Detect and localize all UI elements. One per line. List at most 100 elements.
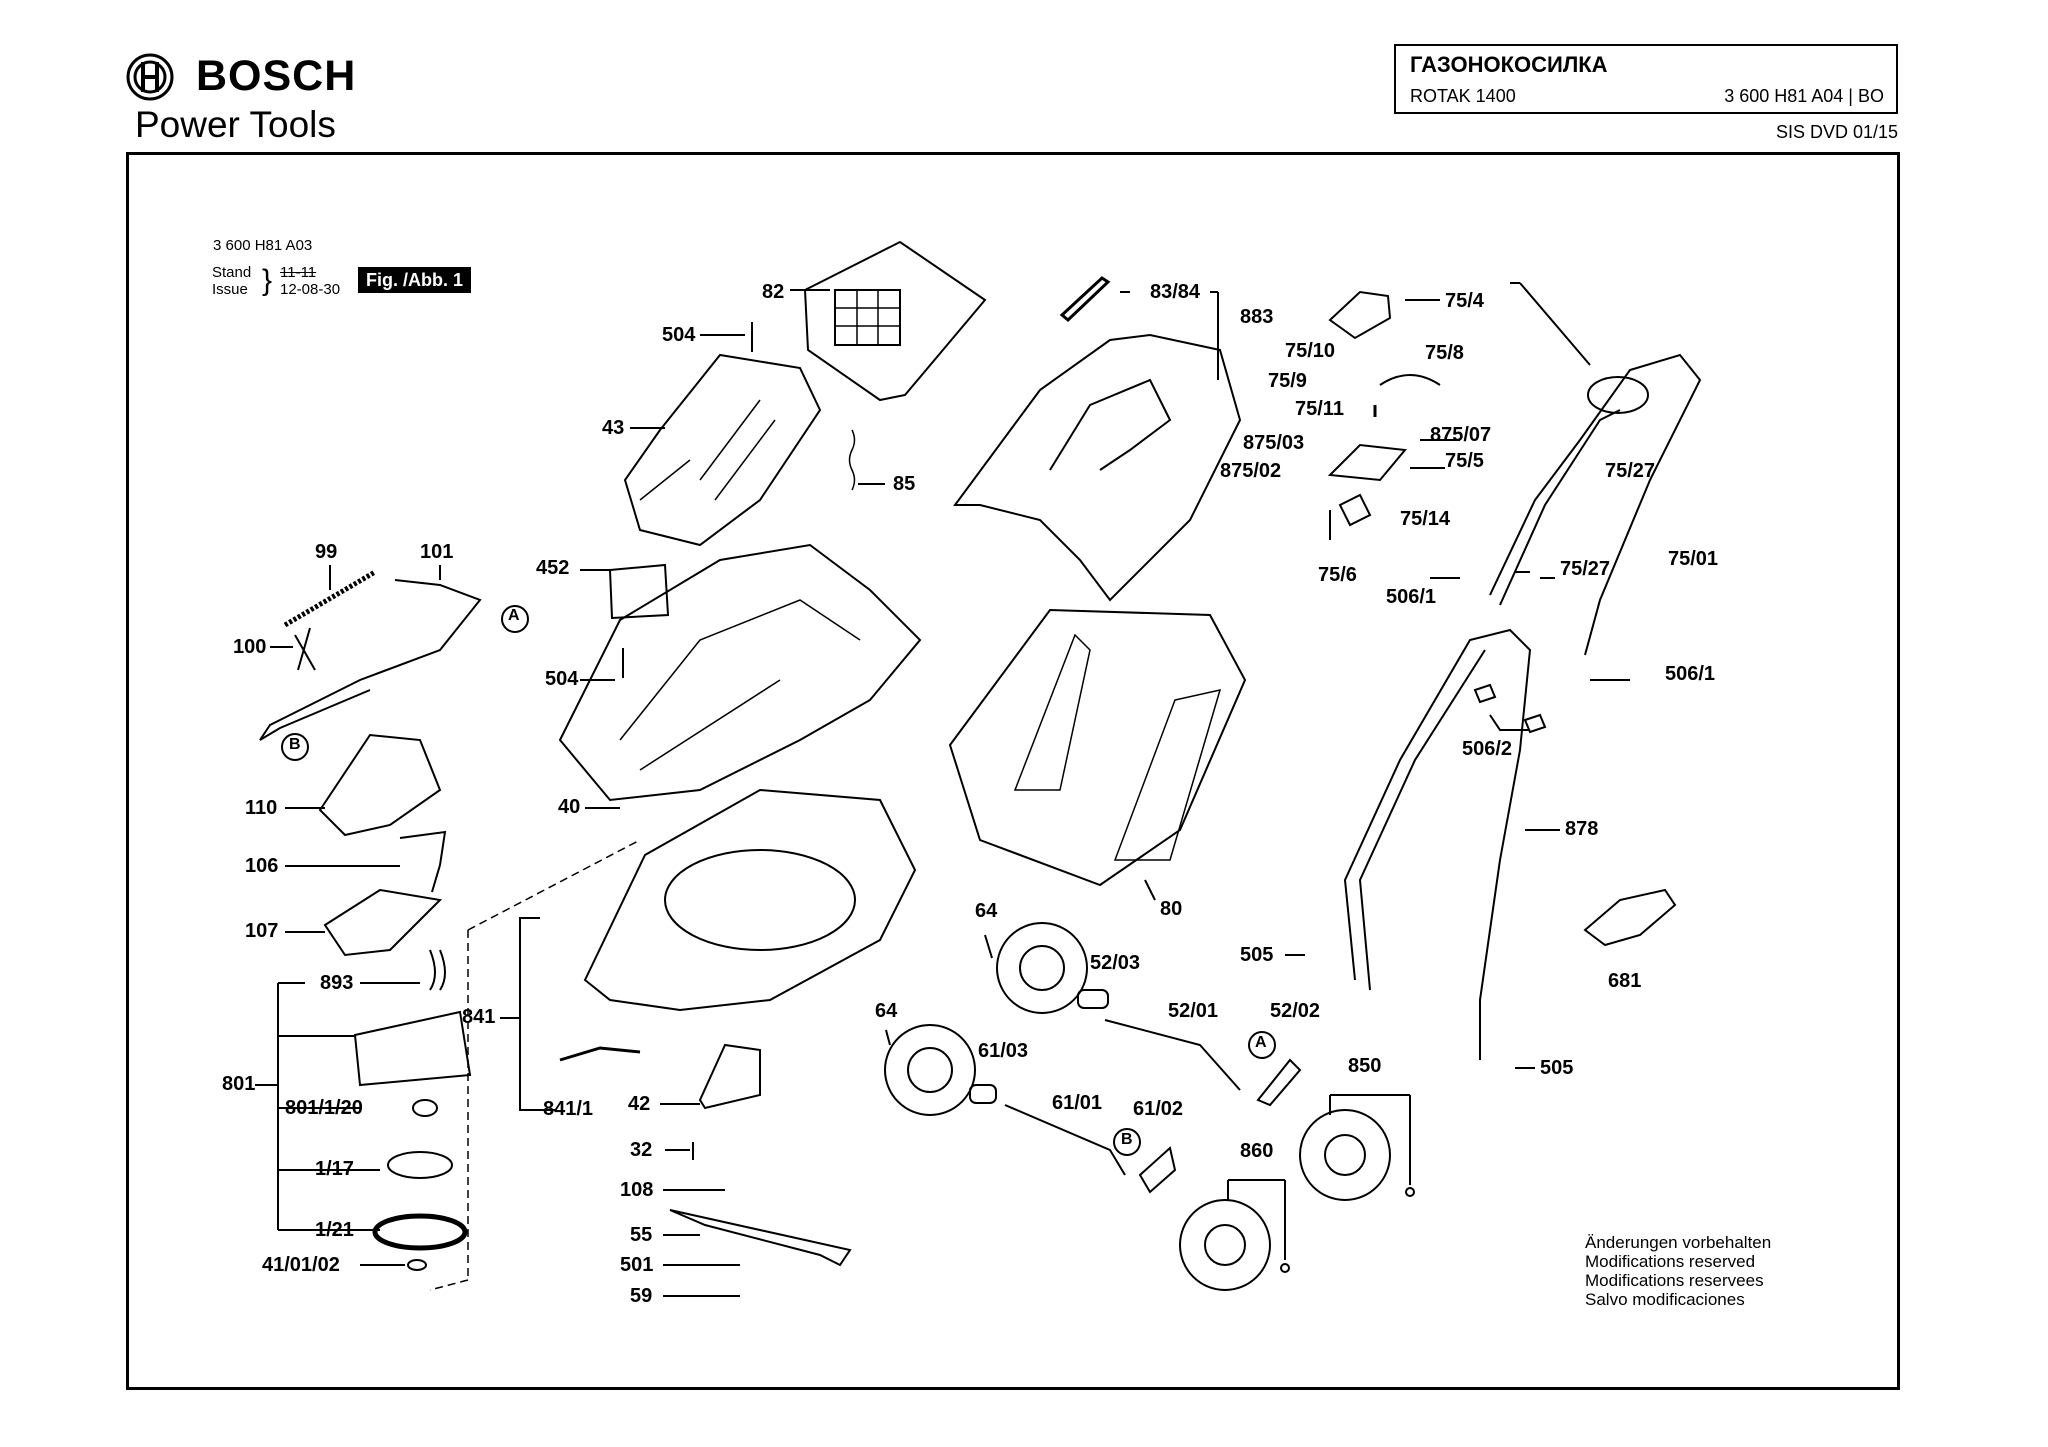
blade-55 (669, 1209, 852, 1267)
callout-99: 99 (315, 541, 338, 563)
figure-badge: Fig. /Abb. 1 (358, 267, 471, 293)
axle-61-01 (1004, 1104, 1126, 1176)
note-line: Modifications reserved (1585, 1252, 1756, 1271)
belt-1-21 (372, 1213, 468, 1251)
callout-893: 893 (320, 972, 354, 994)
spring-99 (283, 569, 377, 628)
issue-value: 12-08-30 (280, 281, 341, 298)
wheel-850 (1299, 1109, 1391, 1201)
stand-label: Stand (212, 264, 252, 281)
wheel-rear-left (884, 1024, 976, 1116)
callout-100: 100 (233, 636, 267, 658)
motor-bracket (255, 982, 380, 1231)
callout-875-02: 875/02 (1220, 460, 1282, 482)
callout-52-01: 52/01 (1168, 1000, 1219, 1022)
callout-801: 801 (222, 1073, 256, 1095)
bushing-52-03 (1077, 989, 1109, 1009)
callout-506-1-top: 506/1 (1386, 586, 1437, 608)
callout-101: 101 (420, 541, 454, 563)
cover-grid (834, 289, 901, 346)
dvd-label: SIS DVD 01/15 (1775, 122, 1898, 142)
washer-41-01-02 (407, 1259, 427, 1271)
brand-subtitle: Power Tools (135, 104, 336, 145)
wheel-front-left (996, 922, 1088, 1014)
callout-505-right: 505 (1540, 1057, 1574, 1079)
callout-75-27-top: 75/27 (1605, 460, 1656, 482)
clip-100 (294, 627, 316, 671)
callout-75-11: 75/11 (1295, 398, 1344, 420)
bosch-armature-icon (126, 53, 174, 101)
bushing-61-03 (969, 1084, 997, 1104)
marker-a-2: A (1255, 1034, 1267, 1051)
callout-75-14: 75/14 (1400, 508, 1451, 530)
callout-1-21: 1/21 (315, 1219, 354, 1241)
callout-83-84: 83/84 (1150, 281, 1201, 303)
callout-841: 841 (462, 1006, 496, 1028)
wheel-860 (1179, 1199, 1271, 1291)
callout-506-2: 506/2 (1462, 738, 1513, 760)
callout-64-top: 64 (975, 900, 998, 922)
note-line: Modifications reservees (1585, 1271, 1764, 1290)
issue-label: Issue (212, 281, 248, 298)
bosch-logo (125, 52, 175, 107)
callout-860: 860 (1240, 1140, 1274, 1162)
drawing-frame (126, 152, 1900, 1390)
title-block: ГАЗОНОКОСИЛКА ROTAK 1400 3 600 H81 A04 |… (1394, 44, 1898, 114)
brace: } (262, 264, 273, 297)
callout-75-10: 75/10 (1285, 340, 1336, 362)
marker-a-1: A (508, 607, 520, 624)
callout-501: 501 (620, 1254, 654, 1276)
upper-handle-75-01 (1489, 353, 1702, 656)
cap-75-4 (1328, 290, 1392, 340)
callout-75-5: 75/5 (1445, 450, 1484, 472)
callout-878: 878 (1565, 818, 1599, 840)
callout-504-mid: 504 (545, 668, 579, 690)
label-plate-452 (608, 563, 670, 620)
callout-801-1-20: 801/1/20 (285, 1097, 363, 1119)
lever-61-02 (1138, 1146, 1177, 1194)
brand-name: BOSCH (196, 52, 357, 100)
callout-875-07: 875/07 (1430, 424, 1492, 446)
pulley-1-17 (387, 1151, 453, 1179)
deck-841 (583, 788, 917, 1012)
callout-75-8: 75/8 (1425, 342, 1464, 364)
callout-52-02: 52/02 (1270, 1000, 1321, 1022)
callout-875-03: 875/03 (1243, 432, 1305, 454)
switch-75-5 (1327, 443, 1407, 482)
callout-61-01: 61/01 (1052, 1092, 1103, 1114)
flap-42 (698, 1043, 761, 1110)
callout-61-02: 61/02 (1133, 1098, 1184, 1120)
lever-101 (259, 579, 482, 741)
callout-1-17: 1/17 (315, 1158, 354, 1180)
callout-82: 82 (762, 281, 785, 303)
marker-b-circle-2 (1113, 1128, 1141, 1156)
part-number: 3 600 H81 A04 | BO (1724, 86, 1884, 106)
knob-506-2b (1523, 713, 1547, 734)
housing-40 (558, 543, 922, 802)
switch-106 (399, 830, 447, 893)
marker-b-1: B (289, 736, 301, 753)
cover-110 (318, 733, 442, 837)
callout-52-03: 52/03 (1090, 952, 1141, 974)
axle-52-01 (1104, 1019, 1241, 1091)
callout-506-1-right: 506/1 (1665, 663, 1716, 685)
clip-75-8 (1379, 374, 1441, 386)
marker-b-circle-1 (281, 733, 309, 761)
marker-a-circle-2 (1248, 1031, 1276, 1059)
callout-75-9: 75/9 (1268, 370, 1307, 392)
bearing-801-1-20 (412, 1099, 438, 1117)
knob-506-2a (1473, 683, 1497, 704)
grip-83-84 (1059, 276, 1111, 323)
lever-52-02 (1256, 1058, 1302, 1107)
callout-32: 32 (630, 1139, 653, 1161)
document-title: ГАЗОНОКОСИЛКА (1410, 52, 1608, 77)
stand-value: 11-11 (280, 264, 317, 281)
callout-64-low: 64 (875, 1000, 898, 1022)
callout-75-27-mid: 75/27 (1560, 558, 1611, 580)
callout-841-1: 841/1 (543, 1098, 594, 1120)
callout-505-left: 505 (1240, 944, 1274, 966)
callout-75-01: 75/01 (1668, 548, 1719, 570)
callout-55: 55 (630, 1224, 653, 1246)
callout-40: 40 (558, 796, 581, 818)
grass-lid-883 (953, 333, 1242, 602)
